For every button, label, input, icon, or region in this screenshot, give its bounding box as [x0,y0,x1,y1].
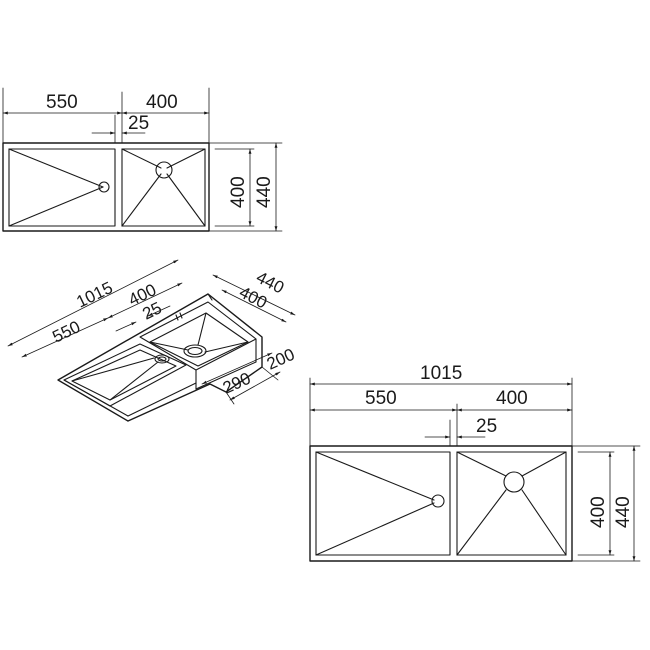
large-dim-550: 550 [365,388,397,409]
large-dim-h440: 440 [613,496,634,528]
small-dim-400: 400 [146,92,178,113]
small-dim-h440: 440 [254,176,275,208]
small-dim-550: 550 [46,92,78,113]
large-dim-25: 25 [476,416,497,437]
large-dim-h400: 400 [588,496,609,528]
persp-dim-1015: 1015 [73,278,115,312]
large-dim-400: 400 [496,388,528,409]
persp-dim-290: 290 [220,369,254,398]
perspective-view: 1015 400 25 550 440 400 [7,259,298,422]
persp-dim-550: 550 [49,317,83,347]
persp-dim-200: 200 [264,345,298,374]
large-top-view: 1015 550 400 25 400 440 [309,363,641,562]
small-dim-h400: 400 [228,176,249,208]
small-top-view: 550 400 25 400 440 [2,87,283,232]
small-dim-25: 25 [128,113,149,134]
large-dim-1015: 1015 [420,363,462,384]
